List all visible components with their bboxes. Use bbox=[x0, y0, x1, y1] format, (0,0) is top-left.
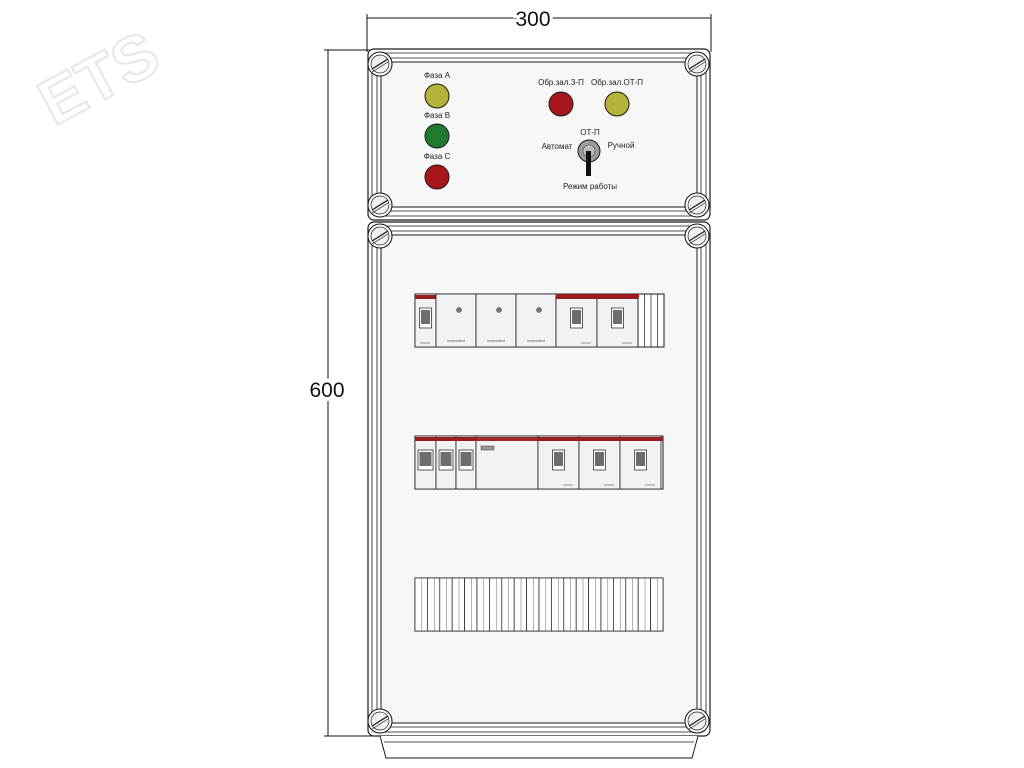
terminal-block bbox=[476, 577, 490, 632]
breaker-handle-icon[interactable] bbox=[421, 310, 430, 324]
terminal-block bbox=[464, 577, 478, 632]
indicator-lamp-icon bbox=[424, 83, 450, 109]
breaker-handle-icon[interactable] bbox=[460, 452, 472, 466]
breaker-handle-icon[interactable] bbox=[613, 310, 622, 324]
status-lamp-label: Обр.зал.З-П bbox=[538, 78, 584, 87]
terminal-block bbox=[439, 577, 453, 632]
screw-icon bbox=[367, 708, 393, 734]
screw-icon bbox=[684, 51, 710, 77]
monitoring-relay: nmnmmlnnt bbox=[435, 293, 477, 348]
contactor bbox=[475, 435, 539, 490]
relay-label: nmnmmlnnt bbox=[527, 339, 545, 343]
breaker-handle-icon[interactable] bbox=[595, 452, 604, 466]
relay-led-icon bbox=[456, 307, 462, 313]
dinrail-row-1: nmnmmlnnt nmnmmlnnt nmnmmlnnt bbox=[414, 293, 665, 348]
switch-label-left: Автомат bbox=[542, 142, 573, 151]
contactor-indicator-icon bbox=[480, 445, 495, 451]
circuit-breaker[interactable] bbox=[555, 293, 598, 348]
circuit-breaker-single-pole[interactable] bbox=[414, 435, 437, 490]
switch-label-right: Ручной bbox=[608, 141, 635, 150]
phase-lamp-label: Фаза А bbox=[424, 71, 451, 80]
terminal-block bbox=[588, 577, 602, 632]
screw-icon bbox=[367, 51, 393, 77]
relay-led-icon bbox=[536, 307, 542, 313]
circuit-breaker[interactable] bbox=[414, 293, 437, 348]
terminal-block bbox=[613, 577, 627, 632]
circuit-breaker-single-pole[interactable] bbox=[455, 435, 477, 490]
breaker-handle-icon[interactable] bbox=[636, 452, 645, 466]
switch-label-top: ОТ-П bbox=[580, 128, 600, 137]
height-dimension bbox=[324, 49, 372, 737]
terminal-block bbox=[575, 577, 589, 632]
relay-label: nmnmmlnnt bbox=[447, 339, 465, 343]
terminal-block bbox=[526, 577, 540, 632]
status-lamp-label: Обр.зал.ОТ-П bbox=[591, 78, 643, 87]
phase-lamp-group: Фаза А Фаза В Фаза С bbox=[424, 71, 451, 190]
dinrail-row-2 bbox=[414, 435, 664, 490]
breaker-handle-icon[interactable] bbox=[419, 452, 432, 466]
monitoring-relay: nmnmmlnnt bbox=[515, 293, 557, 348]
circuit-breaker[interactable] bbox=[578, 435, 621, 490]
terminal-block bbox=[501, 577, 515, 632]
breaker-handle-icon[interactable] bbox=[554, 452, 563, 466]
monitoring-relay: nmnmmlnnt bbox=[475, 293, 517, 348]
phase-lamp-label: Фаза С bbox=[424, 152, 451, 161]
circuit-breaker[interactable] bbox=[596, 293, 639, 348]
terminal-block bbox=[538, 577, 552, 632]
circuit-breaker[interactable] bbox=[537, 435, 580, 490]
circuit-breaker[interactable] bbox=[619, 435, 662, 490]
screw-icon bbox=[367, 192, 393, 218]
screw-icon bbox=[684, 223, 710, 249]
terminal-block bbox=[427, 577, 441, 632]
terminal-block bbox=[625, 577, 639, 632]
terminal-block bbox=[637, 577, 651, 632]
terminal-block bbox=[489, 577, 503, 632]
screw-icon bbox=[684, 192, 710, 218]
width-dimension-label: 300 bbox=[515, 8, 550, 31]
mode-selector-switch[interactable] bbox=[577, 139, 601, 176]
watermark-logo: ETS bbox=[27, 17, 171, 139]
relay-label: nmnmmlnnt bbox=[487, 339, 505, 343]
circuit-breaker-single-pole[interactable] bbox=[435, 435, 457, 490]
switch-label-bottom: Режим работы bbox=[563, 182, 617, 191]
terminal-block bbox=[563, 577, 577, 632]
dinrail-row-3 bbox=[414, 577, 664, 632]
indicator-lamp-icon bbox=[424, 164, 450, 190]
indicator-lamp-icon bbox=[424, 123, 450, 149]
phase-lamp-label: Фаза В bbox=[424, 111, 450, 120]
screw-icon bbox=[367, 223, 393, 249]
breaker-handle-icon[interactable] bbox=[440, 452, 452, 466]
terminal-block bbox=[414, 577, 428, 632]
terminal-block bbox=[513, 577, 527, 632]
height-dimension-label: 600 bbox=[309, 379, 344, 402]
terminal-block bbox=[650, 577, 664, 632]
status-lamp-group: Обр.зал.З-П Обр.зал.ОТ-П bbox=[538, 78, 643, 117]
screw-icon bbox=[684, 708, 710, 734]
width-dimension bbox=[366, 14, 712, 52]
breaker-handle-icon[interactable] bbox=[572, 310, 581, 324]
indicator-lamp-icon bbox=[548, 91, 574, 117]
enclosure-base bbox=[379, 735, 699, 759]
indicator-lamp-icon bbox=[604, 91, 630, 117]
relay-led-icon bbox=[496, 307, 502, 313]
terminal-block bbox=[600, 577, 614, 632]
terminal-block bbox=[551, 577, 565, 632]
terminal-block bbox=[451, 577, 465, 632]
screw-group bbox=[367, 51, 710, 734]
top-enclosure bbox=[367, 48, 711, 221]
